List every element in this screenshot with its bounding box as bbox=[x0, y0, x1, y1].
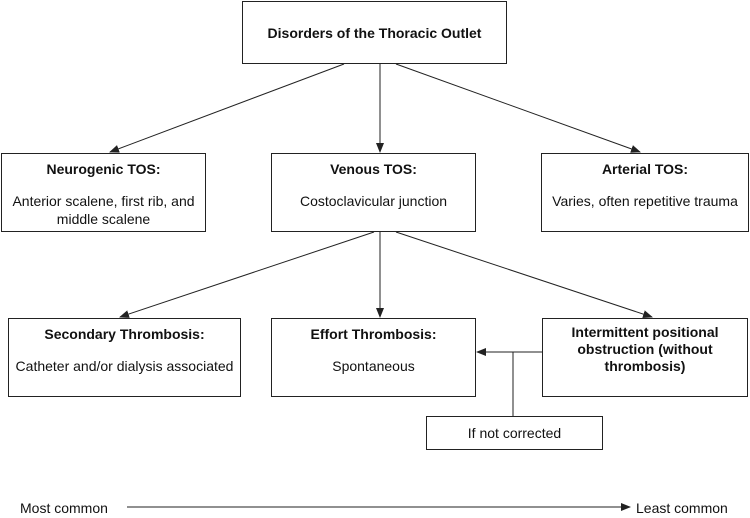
effort-thrombosis-node: Effort Thrombosis: Spontaneous bbox=[271, 318, 476, 397]
intermittent-obstruction-node: Intermittent positional obstruction (wit… bbox=[542, 318, 748, 397]
most-common-label: Most common bbox=[20, 500, 108, 516]
secondary-thrombosis-title: Secondary Thrombosis: bbox=[44, 326, 205, 342]
effort-thrombosis-description: Spontaneous bbox=[332, 358, 415, 374]
venous-tos-description: Costoclavicular junction bbox=[299, 193, 448, 209]
arrow-root-to-arterial bbox=[395, 63, 641, 153]
root-title: Disorders of the Thoracic Outlet bbox=[267, 24, 482, 41]
arrow-venous-to-intermittent bbox=[395, 231, 653, 318]
least-common-label: Least common bbox=[636, 500, 728, 516]
secondary-thrombosis-description: Catheter and/or dialysis associated bbox=[15, 358, 234, 374]
arterial-tos-title: Arterial TOS: bbox=[601, 161, 689, 177]
arterial-tos-node: Arterial TOS: Varies, often repetitive t… bbox=[541, 153, 749, 232]
if-not-corrected-node: If not corrected bbox=[426, 416, 603, 450]
neurogenic-tos-description: Anterior scalene, first rib, and middle … bbox=[12, 193, 195, 227]
intermittent-obstruction-title: Intermittent positional obstruction (wit… bbox=[571, 324, 719, 374]
arrow-root-to-neurogenic bbox=[109, 63, 345, 153]
arrow-venous-to-secondary bbox=[119, 231, 375, 318]
if-not-corrected-label: If not corrected bbox=[467, 425, 562, 441]
neurogenic-tos-title: Neurogenic TOS: bbox=[46, 161, 161, 177]
secondary-thrombosis-node: Secondary Thrombosis: Catheter and/or di… bbox=[8, 318, 241, 397]
neurogenic-tos-node: Neurogenic TOS: Anterior scalene, first … bbox=[1, 153, 206, 232]
venous-tos-node: Venous TOS: Costoclavicular junction bbox=[271, 153, 476, 232]
arterial-tos-description: Varies, often repetitive trauma bbox=[552, 193, 738, 209]
effort-thrombosis-title: Effort Thrombosis: bbox=[310, 326, 437, 342]
root-node: Disorders of the Thoracic Outlet bbox=[242, 1, 507, 64]
venous-tos-title: Venous TOS: bbox=[330, 161, 417, 177]
